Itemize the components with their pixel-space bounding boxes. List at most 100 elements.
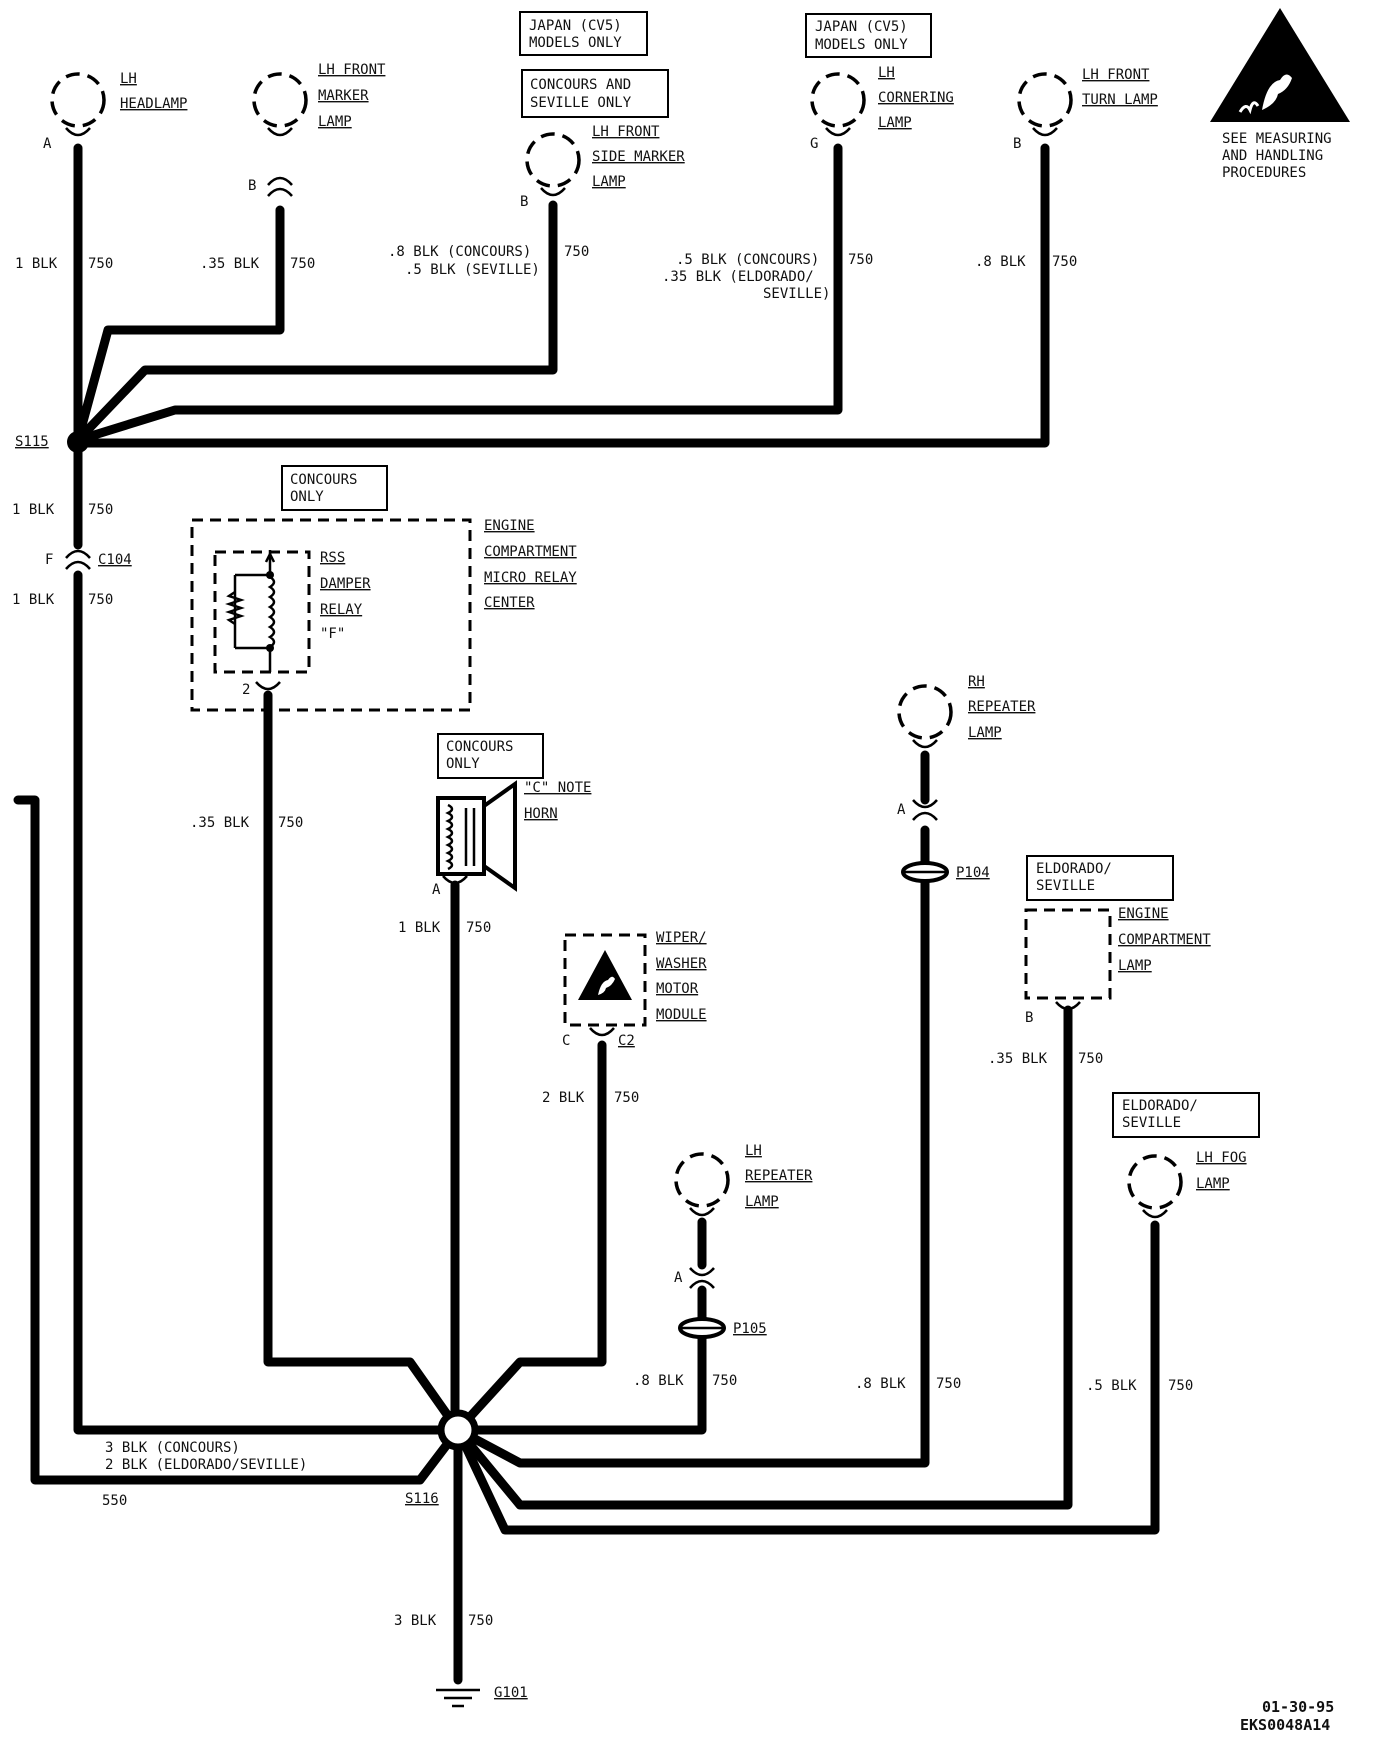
lamp-lh-fog: ELDORADO/ SEVILLE LH FOG LAMP .5 BLK 750 [1086, 1092, 1260, 1394]
rss-relay-l1: RSS [320, 550, 345, 566]
wire-turn-gauge: .8 BLK [975, 254, 1026, 270]
wire-cornering-gauge-l1: .5 BLK (CONCOURS) [676, 252, 819, 268]
lamp-rh-repeater-l1: RH [968, 674, 985, 690]
wiper-l1: WIPER/ [656, 930, 707, 946]
note-japan-1: JAPAN (CV5) MODELS ONLY [519, 11, 648, 56]
wire-cornering-circuit: 750 [848, 252, 873, 268]
note-japan-1-l2: MODELS ONLY [529, 35, 622, 51]
top-wire-labels: 1 BLK 750 .35 BLK 750 .8 BLK (CONCOURS) … [15, 244, 1077, 302]
lamp-lh-front-side-marker: B LH FRONT SIDE MARKER LAMP [520, 124, 685, 210]
note-eldorado-seville-2-l2: SEVILLE [1122, 1115, 1181, 1131]
connector-c2-label: C2 [618, 1033, 635, 1049]
lamp-lh-front-marker-l2: MARKER [318, 88, 369, 104]
wire-c104-out-gauge: 1 BLK [12, 592, 55, 608]
wire-horn-circuit: 750 [466, 920, 491, 936]
connector-c104-label: C104 [98, 552, 132, 568]
relay-pin: 2 [242, 682, 250, 698]
lamp-lh-front-side-marker-l3: LAMP [592, 174, 626, 190]
lamp-lh-front-side-marker-pin: B [520, 194, 528, 210]
engine-lamp-pin: B [1025, 1010, 1033, 1026]
wire-cornering-gauge-l2: .35 BLK (ELDORADO/ [662, 269, 814, 285]
ground-label: G101 [494, 1685, 528, 1701]
lamp-lh-headlamp-l1: LH [120, 71, 137, 87]
footer-code: EKS0048A14 [1240, 1716, 1330, 1734]
lamp-lh-front-side-marker-l1: LH FRONT [592, 124, 660, 140]
lamp-lh-repeater-pin: A [674, 1270, 683, 1286]
splice-s116-label: S116 [405, 1491, 439, 1507]
wire-headlamp-gauge: 1 BLK [15, 256, 58, 272]
wire-relay-gauge: .35 BLK [190, 815, 250, 831]
horn-l2: HORN [524, 806, 558, 822]
relay-center-l4: CENTER [484, 595, 535, 611]
lamp-lh-fog-l2: LAMP [1196, 1176, 1230, 1192]
lamp-lh-repeater-l3: LAMP [745, 1194, 779, 1210]
esd-note-l2: AND HANDLING [1222, 148, 1323, 164]
horn: CONCOURS ONLY A "C" NOTE HORN 1 BLK 750 [398, 733, 591, 936]
engine-lamp-l2: COMPARTMENT [1118, 932, 1211, 948]
note-concours-only-relay-l2: ONLY [290, 489, 324, 505]
esd-small-icon [578, 950, 632, 1000]
wire-side-marker-gauge-l1: .8 BLK (CONCOURS) [388, 244, 531, 260]
note-japan-1-l1: JAPAN (CV5) [529, 18, 622, 34]
wiper-pin: C [562, 1033, 570, 1049]
wire-headlamp-circuit: 750 [88, 256, 113, 272]
lamp-lh-cornering-l2: CORNERING [878, 90, 954, 106]
splice-s115-dot [67, 431, 89, 453]
lamp-lh-cornering: G LH CORNERING LAMP [810, 65, 954, 152]
wire-main-circuit: 550 [102, 1493, 127, 1509]
note-concours-seville-l1: CONCOURS AND [530, 77, 631, 93]
wire-ground-circuit: 750 [468, 1613, 493, 1629]
footer-date: 01-30-95 [1262, 1698, 1334, 1716]
relay-coil-icon [225, 550, 276, 672]
wire-lh-repeater-circuit: 750 [712, 1373, 737, 1389]
rss-relay-l2: DAMPER [320, 576, 371, 592]
splice-s116-dot [437, 1409, 479, 1451]
note-eldorado-seville-2-l1: ELDORADO/ [1122, 1098, 1198, 1114]
lamp-lh-repeater-l2: REPEATER [745, 1168, 813, 1184]
connector-p105-label: P105 [733, 1321, 767, 1337]
lamp-lh-repeater: A P105 LH REPEATER LAMP .8 BLK 750 [633, 1143, 813, 1389]
note-concours-only-horn-l1: CONCOURS [446, 739, 513, 755]
wire-turn-circuit: 750 [1052, 254, 1077, 270]
lamp-lh-front-marker: B LH FRONT MARKER LAMP [248, 62, 386, 197]
relay-center-l2: COMPARTMENT [484, 544, 577, 560]
connector-p104-icon [901, 861, 949, 883]
footer: 01-30-95 EKS0048A14 [1240, 1698, 1334, 1734]
lamp-lh-repeater-l1: LH [745, 1143, 762, 1159]
esd-note-l3: PROCEDURES [1222, 165, 1306, 181]
wire-s115-out-circuit: 750 [88, 502, 113, 518]
lamp-rh-repeater: A P104 RH REPEATER LAMP .8 BLK 750 [855, 674, 1036, 1392]
lamp-lh-fog-l1: LH FOG [1196, 1150, 1247, 1166]
rss-relay-l3: RELAY [320, 602, 363, 618]
wire-fog-gauge: .5 BLK [1086, 1378, 1137, 1394]
engine-lamp-l1: ENGINE [1118, 906, 1169, 922]
lamp-lh-front-turn-l2: TURN LAMP [1082, 92, 1158, 108]
wire-side-marker-circuit: 750 [564, 244, 589, 260]
note-japan-2-l1: JAPAN (CV5) [815, 19, 908, 35]
wire-c104-out-circuit: 750 [88, 592, 113, 608]
wire-s115-out-gauge: 1 BLK [12, 502, 55, 518]
lamp-rh-repeater-pin: A [897, 802, 906, 818]
lamp-lh-front-turn-l1: LH FRONT [1082, 67, 1150, 83]
wire-ground-gauge: 3 BLK [394, 1613, 437, 1629]
wiper-l3: MOTOR [656, 981, 699, 997]
lamp-lh-headlamp-l2: HEADLAMP [120, 96, 187, 112]
rss-relay-l4: "F" [320, 626, 345, 642]
note-japan-2-l2: MODELS ONLY [815, 37, 908, 53]
wire-horn-gauge: 1 BLK [398, 920, 441, 936]
wire-wiper-gauge: 2 BLK [542, 1090, 585, 1106]
horn-l1: "C" NOTE [524, 780, 591, 796]
wire-engine-lamp-gauge: .35 BLK [988, 1051, 1048, 1067]
wiper-module: C C2 WIPER/ WASHER MOTOR MODULE 2 BLK 75… [542, 930, 707, 1106]
wiper-l2: WASHER [656, 956, 707, 972]
wire-fog-circuit: 750 [1168, 1378, 1193, 1394]
connector-p104-label: P104 [956, 865, 990, 881]
lamp-lh-front-turn-pin: B [1013, 136, 1021, 152]
wire-wiper-circuit: 750 [614, 1090, 639, 1106]
wire-side-marker-gauge-l2: .5 BLK (SEVILLE) [405, 262, 540, 278]
note-concours-only-horn-l2: ONLY [446, 756, 480, 772]
esd-warning-icon: SEE MEASURING AND HANDLING PROCEDURES [1210, 8, 1350, 181]
wire-engine-lamp-circuit: 750 [1078, 1051, 1103, 1067]
wire-marker-gauge: .35 BLK [200, 256, 260, 272]
engine-lamp-l3: LAMP [1118, 958, 1152, 974]
